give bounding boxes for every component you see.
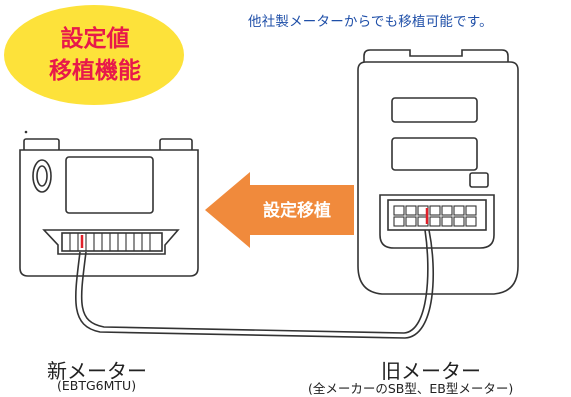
compatibility-note: 他社製メーターからでも移植可能です。 [248, 14, 493, 30]
feature-badge: 設定値 移植機能 [4, 5, 184, 105]
old-meter-illustration [357, 49, 519, 295]
transfer-arrow: 設定移植 [205, 172, 354, 248]
badge-line-1: 設定値 [61, 25, 130, 52]
connection-cable [74, 229, 435, 339]
old-meter-model: (全メーカーのSB型、EB型メーター) [308, 381, 514, 396]
old-meter-title: 旧メーター [381, 359, 481, 383]
new-meter-title: 新メーター [47, 359, 147, 383]
badge-line-2: 移植機能 [49, 57, 141, 84]
new-meter-model: (EBTG6MTU) [57, 378, 137, 393]
badge-ellipse [4, 5, 184, 105]
transfer-arrow-label: 設定移植 [263, 200, 331, 221]
new-meter-illustration [19, 138, 199, 277]
svg-text:設定値: 設定値 [61, 25, 130, 52]
svg-text:移植機能: 移植機能 [49, 57, 141, 84]
svg-text:設定移植: 設定移植 [263, 200, 331, 221]
